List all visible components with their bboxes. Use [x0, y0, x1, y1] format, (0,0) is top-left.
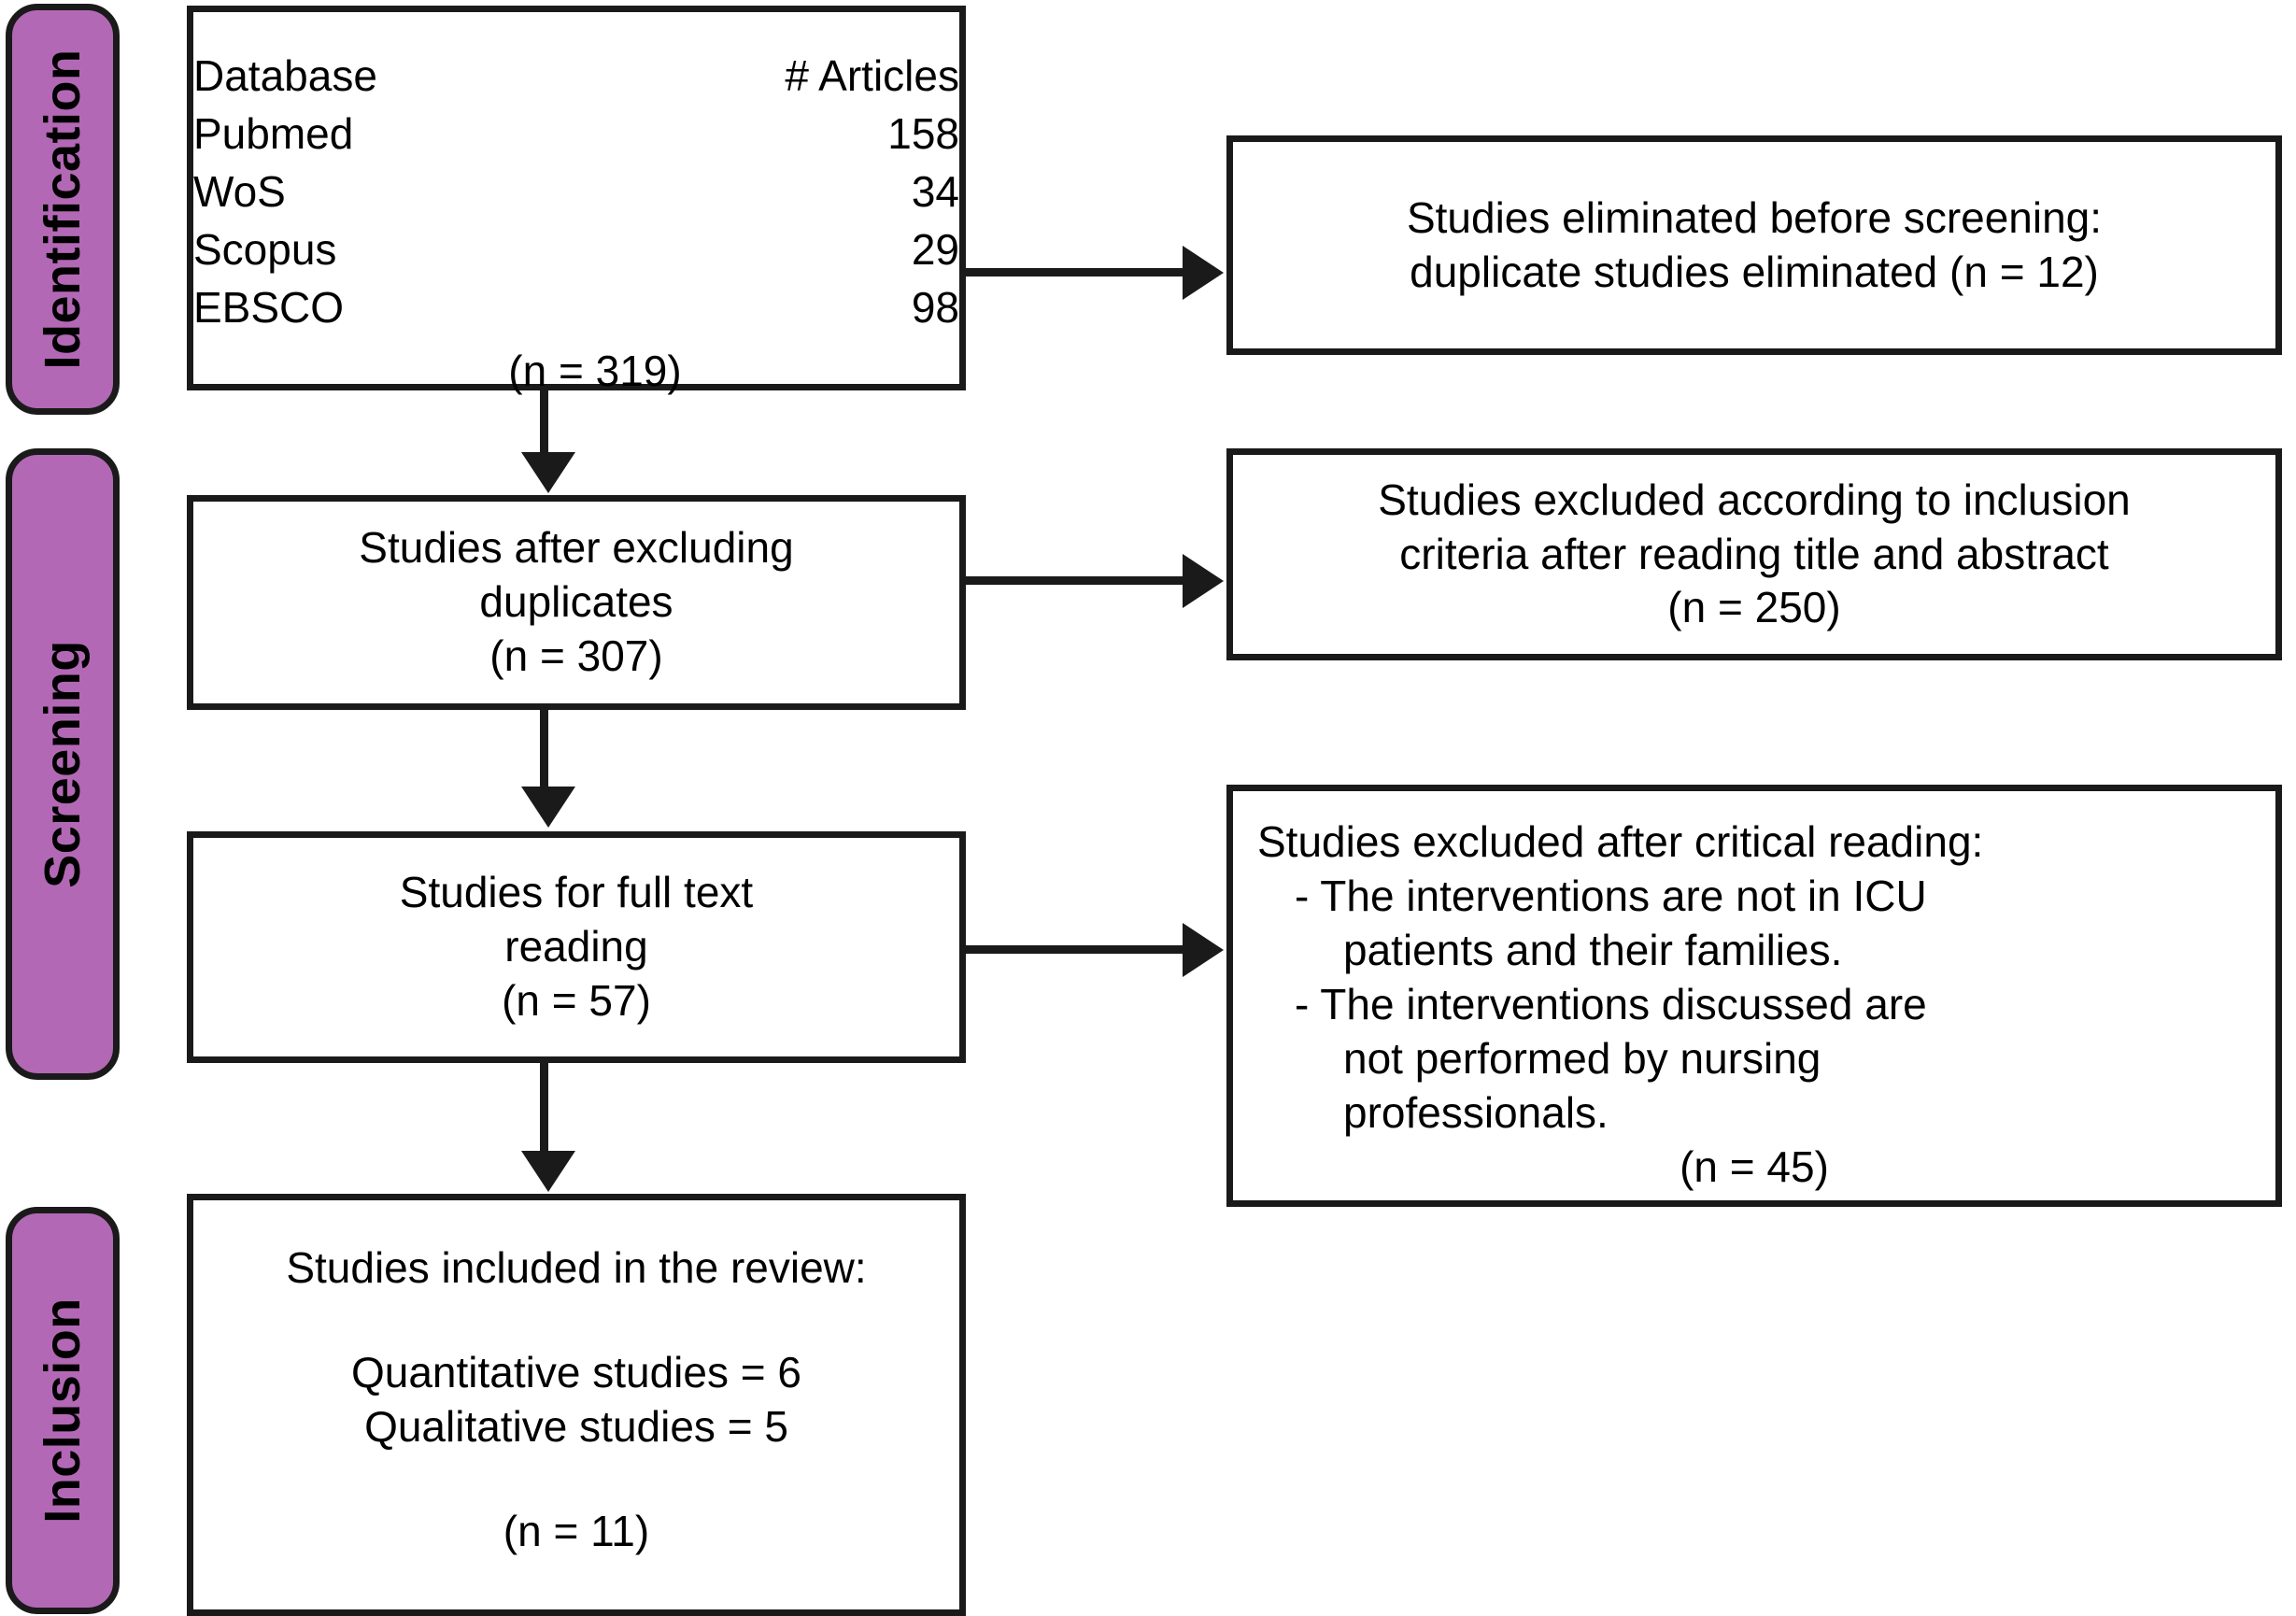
database-count-ebsco: 98	[911, 282, 959, 332]
database-count-scopus: 29	[911, 224, 959, 274]
stage-bar-inclusion: Inclusion	[6, 1207, 120, 1614]
database-counts-table: Database # Articles Pubmed 158 WoS 34 Sc…	[193, 48, 959, 337]
excl-critical-bullet2-line2: not performed by nursing	[1343, 1033, 1821, 1083]
connector-line-after-duplicates-to-full-text	[540, 710, 548, 788]
excl-duplicates-line2: duplicate studies eliminated (n = 12)	[1410, 247, 2099, 296]
after-duplicates-line1: Studies after excluding	[359, 523, 794, 573]
full-text-line1: Studies for full text	[399, 868, 754, 917]
box-studies-for-full-text-reading: Studies for full text reading (n = 57)	[187, 831, 966, 1063]
arrow-down-icon-full-text-to-included	[521, 1151, 575, 1192]
arrow-right-icon-after-duplicates-to-excluded-criteria	[1183, 554, 1224, 608]
database-name-pubmed: Pubmed	[193, 108, 354, 158]
included-qualitative: Qualitative studies = 5	[364, 1401, 788, 1451]
included-quantitative: Quantitative studies = 6	[350, 1347, 801, 1396]
arrow-down-icon-after-duplicates-to-full-text	[521, 787, 575, 828]
stage-bar-identification: Identification	[6, 4, 120, 415]
included-tally: (n = 11)	[503, 1506, 650, 1555]
box-studies-excluded-inclusion-criteria: Studies excluded according to inclusion …	[1226, 448, 2282, 660]
excl-critical-bullet1-line1: - The interventions are not in ICU	[1295, 871, 1927, 920]
full-text-tally: (n = 57)	[502, 975, 651, 1025]
included-spacer	[193, 1296, 959, 1346]
connector-line-full-text-to-included	[540, 1063, 548, 1153]
after-duplicates-line2: duplicates	[479, 577, 673, 627]
excl-criteria-line1: Studies excluded according to inclusion	[1378, 475, 2131, 524]
database-count-pubmed: 158	[887, 108, 959, 158]
excl-criteria-line2: criteria after reading title and abstrac…	[1399, 529, 2109, 578]
box-studies-after-excluding-duplicates: Studies after excluding duplicates (n = …	[187, 495, 966, 710]
box-studies-excluded-after-critical-reading: Studies excluded after critical reading:…	[1226, 785, 2282, 1207]
database-name-wos: WoS	[193, 166, 286, 216]
excl-critical-bullet2-line3: professionals.	[1343, 1087, 1609, 1137]
table-row: EBSCO 98	[193, 279, 959, 337]
excl-critical-title: Studies excluded after critical reading:	[1257, 817, 1984, 866]
stage-bar-screening: Screening	[6, 448, 120, 1080]
database-name-scopus: Scopus	[193, 224, 337, 274]
database-name-ebsco: EBSCO	[193, 282, 345, 332]
connector-line-full-text-to-excluded-critical	[962, 945, 1186, 954]
connector-line-sources-to-after-duplicates	[540, 390, 548, 454]
excl-critical-bullet2-line1: - The interventions discussed are	[1295, 979, 1927, 1028]
stage-label-identification: Identification	[35, 49, 91, 370]
connector-line-sources-to-excluded-duplicates	[962, 268, 1186, 276]
table-row: Pubmed 158	[193, 106, 959, 163]
arrow-right-icon-sources-to-excluded-duplicates	[1183, 246, 1224, 300]
column-header-database: Database	[193, 51, 377, 100]
arrow-right-icon-full-text-to-excluded-critical	[1183, 923, 1224, 977]
database-count-wos: 34	[911, 166, 959, 216]
box-studies-included-in-review: Studies included in the review: Quantita…	[187, 1194, 966, 1616]
after-duplicates-tally: (n = 307)	[489, 631, 663, 680]
excl-critical-tally: (n = 45)	[1679, 1141, 1829, 1191]
full-text-line2: reading	[504, 922, 648, 971]
table-row: WoS 34	[193, 163, 959, 221]
stage-label-inclusion: Inclusion	[35, 1297, 91, 1524]
table-header-row: Database # Articles	[193, 48, 959, 106]
excl-criteria-tally: (n = 250)	[1667, 583, 1841, 632]
table-row: Scopus 29	[193, 221, 959, 279]
box-identification-sources: Database # Articles Pubmed 158 WoS 34 Sc…	[187, 6, 966, 395]
stage-label-screening: Screening	[35, 640, 91, 888]
included-spacer-2	[193, 1454, 959, 1505]
sources-total-count: (n = 319)	[508, 346, 682, 395]
included-title: Studies included in the review:	[286, 1243, 867, 1292]
excl-critical-bullet1-line2: patients and their families.	[1343, 925, 1843, 974]
arrow-down-icon-sources-to-after-duplicates	[521, 452, 575, 493]
excl-duplicates-line1: Studies eliminated before screening:	[1406, 192, 2103, 242]
connector-line-after-duplicates-to-excluded-criteria	[962, 576, 1186, 585]
column-header-articles: # Articles	[785, 51, 959, 100]
box-studies-eliminated-before-screening: Studies eliminated before screening: dup…	[1226, 135, 2282, 355]
